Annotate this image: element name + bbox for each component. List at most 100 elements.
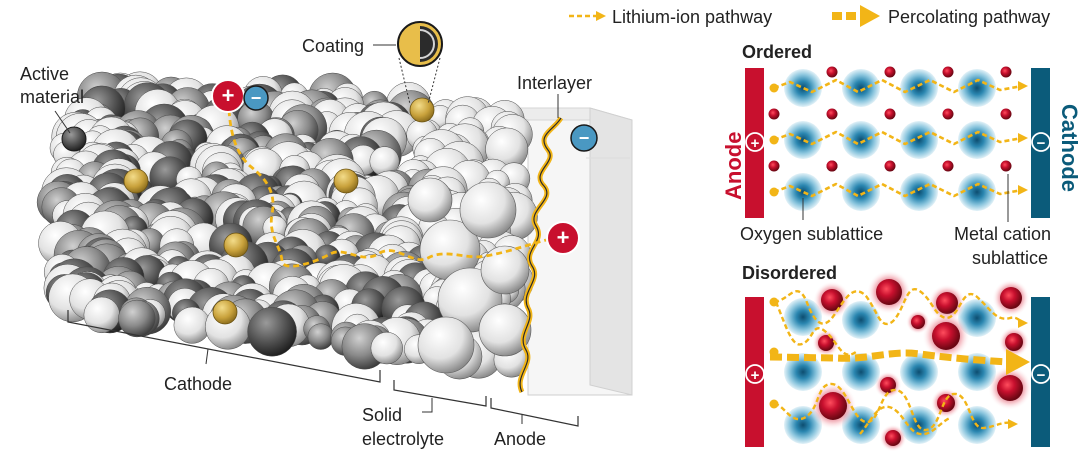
oxygen-atom bbox=[842, 121, 880, 159]
metal-cation-atom bbox=[942, 66, 954, 78]
ordered-anode-plus-icon bbox=[745, 132, 765, 152]
ordered-pathway-arrow-icon bbox=[1018, 185, 1028, 195]
ordered-cathode-minus-icon bbox=[1031, 132, 1051, 152]
oxygen-atom bbox=[900, 173, 938, 211]
anode-bracket bbox=[490, 398, 579, 427]
active-material-particle bbox=[370, 331, 403, 365]
ordered-title: Ordered bbox=[742, 42, 812, 62]
ordered-anode-plus-sign: + bbox=[751, 135, 760, 152]
oxygen-atom bbox=[900, 69, 938, 107]
cathode-bracket bbox=[67, 310, 381, 383]
metal-cation-atom bbox=[1005, 333, 1023, 351]
metal-cation-atom bbox=[884, 66, 896, 78]
oxygen-atom bbox=[842, 301, 880, 339]
active-material-particle bbox=[173, 306, 211, 344]
oxygen-atom bbox=[842, 353, 880, 391]
disordered-pathway-arrow-icon bbox=[1018, 318, 1028, 328]
metal-cation-atom bbox=[819, 392, 847, 420]
legend-percolating-pathway-label: Percolating pathway bbox=[888, 7, 1050, 27]
oxygen-atom bbox=[842, 69, 880, 107]
percolating-pathway-arrow-icon bbox=[1006, 349, 1030, 375]
coated-particle bbox=[409, 97, 435, 123]
ordered-pathway-arrow-icon bbox=[1018, 133, 1028, 143]
active-material-highlight-particle bbox=[61, 126, 87, 152]
solid-electrolyte-particle bbox=[459, 181, 517, 239]
metal-cation-atom bbox=[885, 430, 901, 446]
minus-badge-interlayer: − bbox=[570, 124, 598, 152]
active-material-leader bbox=[54, 110, 71, 134]
ordered-cathode-label: Cathode bbox=[1057, 104, 1080, 192]
coated-particle bbox=[212, 299, 238, 325]
cathode-illustration: + − + − Coating Active material I bbox=[20, 21, 633, 449]
disordered-lithium-ion bbox=[769, 399, 779, 409]
metal-cation-atom bbox=[932, 322, 960, 350]
metal-cation-atom bbox=[826, 160, 838, 172]
metal-cation-atom bbox=[997, 375, 1023, 401]
oxygen-atom bbox=[784, 353, 822, 391]
disordered-title: Disordered bbox=[742, 263, 837, 283]
coating-label: Coating bbox=[302, 36, 364, 56]
ordered-lithium-pathway bbox=[773, 182, 1023, 198]
metal-cation-atom bbox=[768, 108, 780, 120]
ordered-anode-label: Anode bbox=[721, 132, 746, 200]
coating-inset-core bbox=[420, 26, 438, 62]
coating-inset-highlight bbox=[419, 29, 435, 59]
anode-block-side bbox=[589, 107, 633, 396]
percolating-pathway bbox=[769, 349, 1009, 366]
disordered-panel: Disordered + − bbox=[742, 263, 1051, 452]
solid-electrolyte-particle bbox=[478, 303, 532, 357]
metal-cation-atom bbox=[1000, 287, 1022, 309]
oxygen-atom bbox=[958, 121, 996, 159]
disordered-anode-bar bbox=[745, 297, 764, 447]
solid-electrolyte-leader bbox=[422, 398, 433, 413]
lithium-pathway-legend-arrow-icon bbox=[596, 11, 606, 21]
disordered-lattice bbox=[769, 269, 1033, 452]
disordered-cathode-bar bbox=[1031, 297, 1050, 447]
disordered-anode-plus-sign: + bbox=[751, 367, 760, 384]
metal-cation-atom bbox=[876, 279, 902, 305]
disordered-pathway-arrow-icon bbox=[1008, 419, 1018, 429]
metal-cation-atom bbox=[936, 292, 958, 314]
plus-badge-top: + bbox=[211, 79, 245, 113]
oxygen-atom bbox=[900, 353, 938, 391]
active-material-particle bbox=[83, 296, 120, 334]
metal-cation-atom bbox=[884, 108, 896, 120]
anode-label: Anode bbox=[494, 429, 546, 449]
metal-cation-label-line1: Metal cation bbox=[954, 224, 1051, 244]
disordered-lithium-pathway bbox=[773, 382, 1015, 432]
metal-cation-atom bbox=[826, 108, 838, 120]
oxygen-atom bbox=[958, 173, 996, 211]
coated-particle bbox=[123, 168, 149, 194]
active-material-particle bbox=[307, 323, 334, 350]
metal-cation-atom bbox=[1000, 66, 1012, 78]
disordered-cathode-minus-icon bbox=[1031, 364, 1051, 384]
oxygen-atom bbox=[784, 121, 822, 159]
metal-cation-atom bbox=[942, 108, 954, 120]
ordered-anode-bar bbox=[745, 68, 764, 218]
ordered-lithium-ion bbox=[769, 187, 779, 197]
cathode-leader bbox=[205, 348, 209, 365]
disordered-lithium-pathway bbox=[774, 301, 857, 356]
disordered-anode-plus-icon bbox=[745, 364, 765, 384]
oxygen-atom bbox=[842, 173, 880, 211]
legend-lithium-pathway-label: Lithium-ion pathway bbox=[612, 7, 772, 27]
oxygen-atom bbox=[784, 298, 822, 336]
ordered-lithium-ion bbox=[769, 135, 779, 145]
percolating-legend-dash-2 bbox=[846, 12, 856, 20]
ordered-panel: Ordered + − Anode Cathode Oxygen sublatt… bbox=[721, 42, 1080, 268]
active-material-label-line2: material bbox=[20, 87, 84, 107]
minus-badge-top: − bbox=[243, 85, 269, 111]
metal-cation-atom bbox=[821, 289, 843, 311]
interlayer-label: Interlayer bbox=[517, 73, 592, 93]
metal-cation-atom bbox=[1000, 160, 1012, 172]
solid-electrolyte-label-line2: electrolyte bbox=[362, 429, 444, 449]
metal-cation-atom bbox=[1000, 108, 1012, 120]
ordered-lithium-pathway bbox=[773, 78, 1023, 94]
disordered-lithium-pathway bbox=[773, 288, 1025, 326]
metal-cation-atom bbox=[880, 377, 896, 393]
plus-sign-anode: + bbox=[557, 225, 570, 250]
oxygen-atom bbox=[784, 69, 822, 107]
active-material-label-line1: Active bbox=[20, 64, 69, 84]
oxygen-atom bbox=[784, 173, 822, 211]
